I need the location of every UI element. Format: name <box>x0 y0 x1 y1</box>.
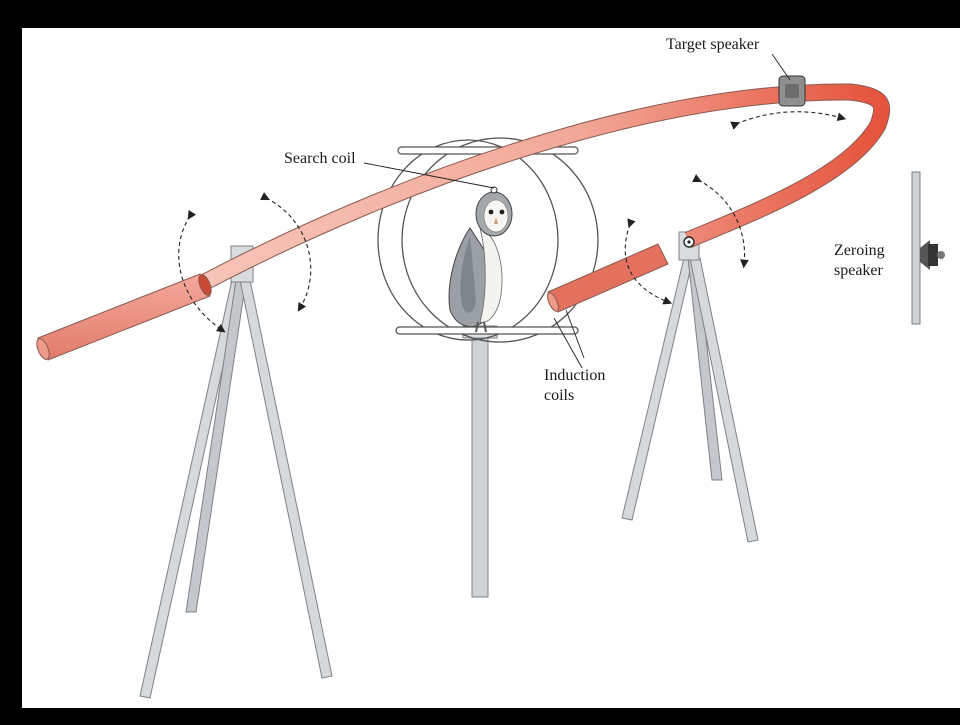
zeroing-speaker-label-line2: speaker <box>834 262 884 279</box>
induction-coils-label-line1: Induction <box>544 367 605 384</box>
search-coil-label: Search coil <box>284 150 356 167</box>
leader-lines <box>363 53 791 369</box>
target-speaker-label: Target speaker <box>666 36 760 53</box>
left-tripod <box>139 245 333 699</box>
zeroing-speaker-label-line1: Zeroing <box>834 242 885 259</box>
induction-coils-label-line2: coils <box>544 387 574 404</box>
zeroing-speaker <box>911 171 945 325</box>
speaker-arc <box>201 83 891 290</box>
rotation-arrows <box>178 111 847 333</box>
search-coil <box>490 186 498 194</box>
diagram-background <box>22 28 960 708</box>
barn-owl <box>448 186 513 333</box>
target-speaker <box>778 75 806 107</box>
